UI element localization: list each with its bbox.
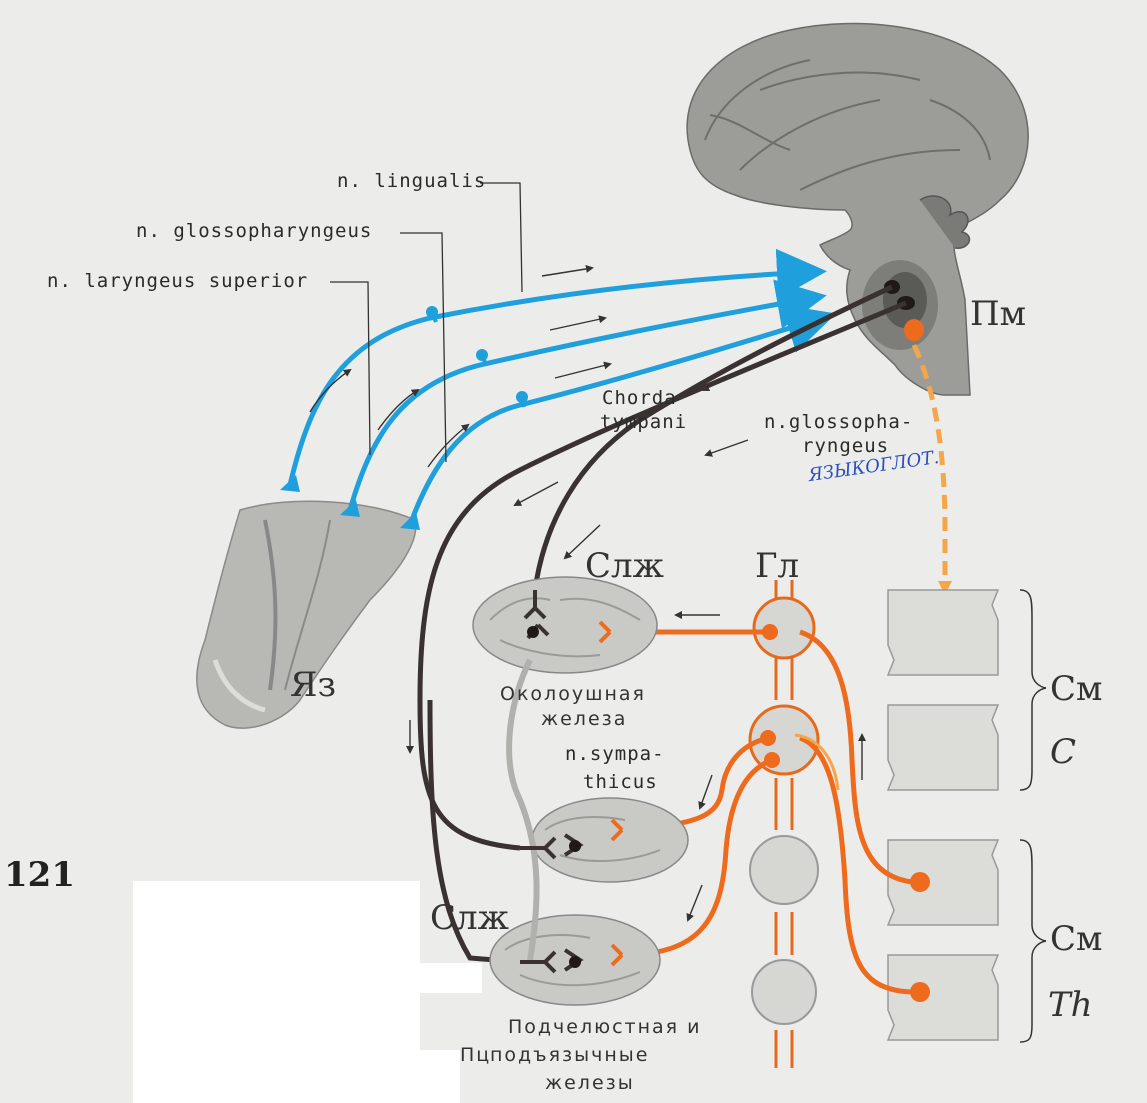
label-salivary-gland-upper: Слж — [585, 549, 664, 583]
label-tongue: Яз — [290, 668, 336, 702]
label-sympathicus-2: thicus — [583, 773, 658, 792]
label-spinal-thoracic-letter: Th — [1048, 988, 1093, 1022]
label-parotid-2: железа — [541, 710, 627, 729]
label-parotid-1: Околоушная — [500, 685, 646, 704]
label-pu: Пц — [460, 1046, 491, 1065]
ganglion-4 — [752, 960, 816, 1024]
label-n-glossopharyngeus: n. glossopharyngeus — [136, 222, 372, 241]
label-spinal-thoracic: См — [1050, 922, 1102, 956]
medulla-sympathetic-nucleus — [904, 319, 924, 341]
blank-area-bottom — [420, 1050, 460, 1103]
label-submandibular-2: подъязычные — [490, 1046, 649, 1065]
spinal-braces — [1020, 590, 1046, 1042]
label-glossopha: n.glossopha- — [764, 413, 913, 432]
blank-area-side — [420, 963, 482, 993]
blank-area-main — [133, 881, 420, 1103]
label-medulla: Пм — [970, 297, 1026, 331]
label-submandibular-3: железы — [545, 1074, 635, 1093]
label-salivary-gland-lower: Слж — [430, 901, 509, 935]
label-spinal-cervical-letter: C — [1050, 735, 1076, 769]
label-chorda: Chorda — [602, 389, 677, 408]
spinal-segments — [888, 590, 998, 1040]
label-n-lingualis: n. lingualis — [337, 172, 486, 191]
label-ganglion: Гл — [755, 549, 799, 583]
label-tympani: tympani — [600, 413, 687, 432]
parotid-gland — [473, 577, 657, 673]
brain — [687, 23, 1028, 395]
label-spinal-cervical: См — [1050, 672, 1102, 706]
label-submandibular-1: Подчелюстная и — [508, 1018, 702, 1037]
label-n-laryngeus-superior: n. laryngeus superior — [47, 272, 308, 291]
label-sympathicus-1: n.sympa- — [565, 745, 665, 764]
afferent-nerves — [280, 272, 822, 530]
ganglion-1 — [754, 598, 814, 658]
ganglion-3 — [750, 836, 818, 904]
ganglia — [750, 598, 818, 1024]
label-ryngeus: ryngeus — [802, 437, 889, 456]
figure-number: 121 — [4, 858, 75, 892]
